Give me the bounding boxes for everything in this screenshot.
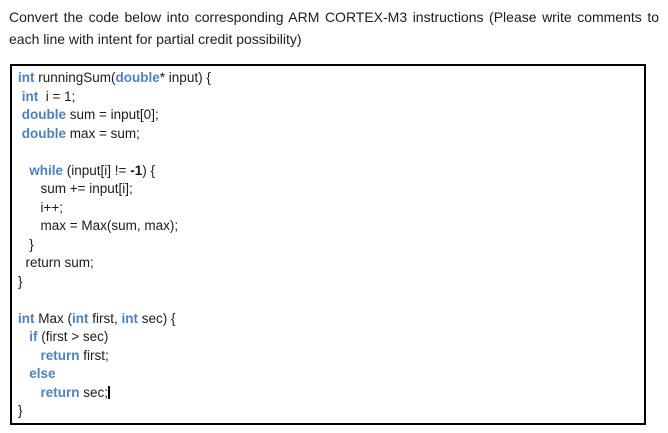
code-keyword: int [72,310,89,326]
code-text: i++; [18,199,64,215]
code-text: sec) { [138,310,176,326]
code-line: return sum; [18,254,640,273]
code-text: * input) { [159,70,211,85]
code-line: } [18,402,640,421]
code-text [18,385,41,400]
code-keyword: else [29,366,56,381]
code-text: sum = input[0]; [66,107,159,122]
code-text [18,163,29,178]
question-text-line-1: Convert the code below into correspondin… [9,9,659,25]
code-keyword: int [18,310,35,326]
code-text: return sum; [18,255,94,270]
question-text: Convert the code below into correspondin… [9,6,659,50]
code-line: i++; [18,199,640,218]
code-text: Max ( [34,310,73,326]
code-line: max = Max(sum, max); [18,217,640,236]
code-text: i = 1; [38,88,76,104]
code-keyword: int [18,70,35,85]
code-box[interactable]: int runningSum(double* input) { int i = … [10,64,646,425]
code-line: while (input[i] != -1) { [18,162,640,181]
code-line: return first; [18,347,640,366]
code-text: } [18,236,34,252]
code-line: if (first > sec) [18,328,640,347]
code-text: sum += input[i]; [18,181,133,196]
code-line [18,291,640,310]
code-line: double max = sum; [18,125,640,144]
code-line [18,143,640,162]
code-text: max = sum; [66,125,140,141]
code-line: int i = 1; [18,88,640,107]
code-text: first; [79,347,109,363]
code-keyword: double [21,107,67,122]
code-line: int runningSum(double* input) { [18,69,640,88]
code-keyword: while [29,162,64,178]
code-line: int Max (int first, int sec) { [18,310,640,329]
code-line: sum += input[i]; [18,180,640,199]
code-text: first, [88,310,122,326]
code-text: (first > sec) [37,329,109,344]
code-text: sec; [79,384,109,400]
code-text: max = Max(sum, max); [18,218,179,233]
code-line: double sum = input[0]; [18,106,640,125]
code-line: else [18,365,640,384]
question-text-line-2: each line with intent for partial credit… [9,31,302,47]
code-text: ) { [142,162,155,178]
code-text [18,366,29,381]
code-text: } [18,403,23,418]
code-keyword: double [21,125,67,141]
code-text: } [18,273,23,289]
code-keyword: return [40,384,80,400]
code-text [18,329,29,344]
code-number: -1 [130,162,143,178]
code-text: (input[i] != [63,162,131,178]
code-text [18,348,41,363]
code-keyword: double [115,70,160,85]
code-keyword: int [121,310,139,326]
code-keyword: if [29,329,38,344]
code-line: return sec; [18,384,640,403]
code-keyword: return [40,347,80,363]
code-line: } [18,236,640,255]
text-cursor [108,385,110,399]
code-line: } [18,273,640,292]
code-keyword: int [21,88,39,104]
code-text: runningSum( [34,70,116,85]
